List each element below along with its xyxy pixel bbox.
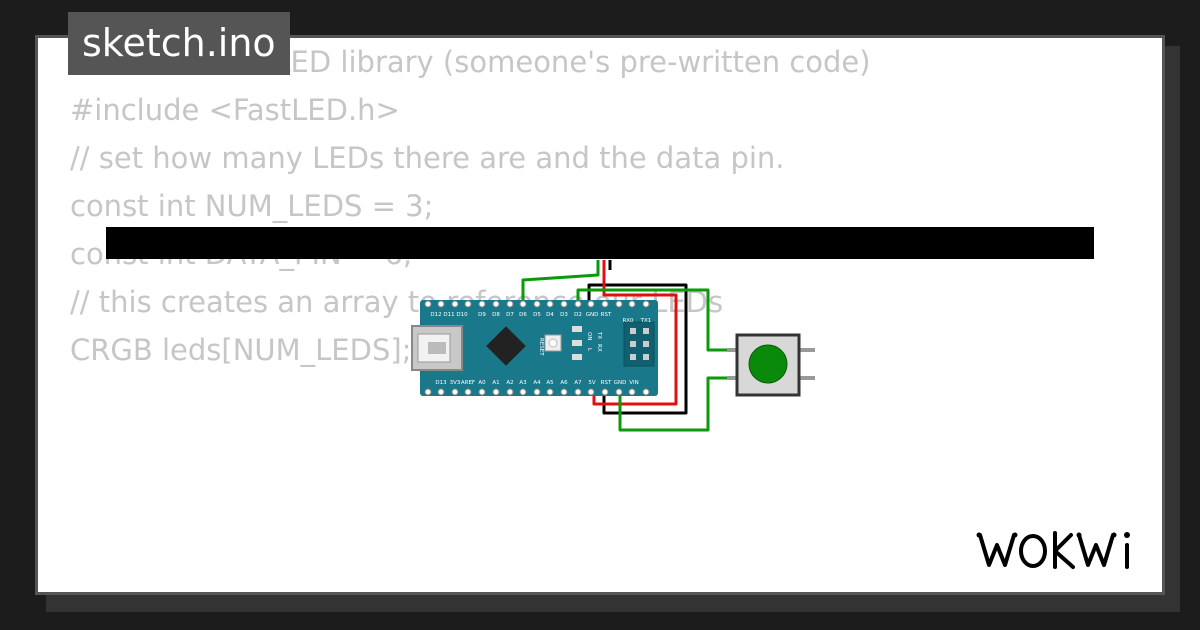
top-pin-label: D12: [430, 312, 441, 318]
board-label: RX0: [622, 318, 634, 324]
bottom-pin-label: AREF: [461, 380, 475, 386]
led-strip-placeholder: [106, 227, 1094, 259]
top-pin-label: D2: [574, 312, 582, 318]
mcu-chip: [486, 326, 526, 366]
top-pin-label: D6: [519, 312, 527, 318]
bottom-pin-label: A0: [478, 380, 486, 386]
bottom-pin-label: A3: [519, 380, 527, 386]
bottom-pin-label: D13: [435, 380, 447, 386]
top-pin-label: GND: [586, 312, 599, 318]
board-label: RX: [596, 344, 602, 352]
top-pin-label: D10: [456, 312, 468, 318]
top-pin-label: D8: [492, 312, 500, 318]
code-line: // set how many LEDs there are and the d…: [70, 141, 785, 175]
bottom-pin-label: RST: [601, 380, 612, 386]
wokwi-logo: [976, 531, 1130, 569]
wire-green-d6: [521, 260, 600, 308]
top-pin-row: [424, 300, 650, 308]
bottom-pin-label: A2: [506, 380, 513, 386]
bottom-pin-label: A5: [546, 380, 554, 386]
bottom-pin-label: 3V3: [450, 380, 461, 386]
top-pin-label: D4: [546, 312, 554, 318]
wire-green-gnd-btn: [618, 376, 738, 432]
board-label: RESET: [538, 338, 544, 356]
top-pin-label: D9: [478, 312, 486, 318]
bottom-pin-label: VIN: [629, 380, 639, 386]
bottom-pin-label: A1: [492, 380, 499, 386]
board-label: ON: [586, 332, 592, 340]
code-line: const int NUM_LEDS = 3;: [70, 189, 434, 223]
icsp-header: [623, 321, 655, 367]
top-pin-label: D5: [533, 312, 541, 318]
pushbutton: [727, 333, 815, 397]
file-title: sketch.ino: [68, 12, 290, 75]
bottom-pin-label: GND: [614, 380, 627, 386]
top-pin-label: D11: [443, 312, 454, 318]
board-label: TX1: [640, 318, 652, 324]
code-line: CRGB leds[NUM_LEDS];: [70, 333, 412, 367]
top-pin-label: D3: [560, 312, 568, 318]
wire-green-d2: [576, 288, 738, 352]
bottom-pin-label: A7: [574, 380, 582, 386]
bottom-pin-label: A4: [533, 380, 541, 386]
board-label: L: [586, 348, 592, 352]
bottom-pin-row: [424, 388, 650, 396]
board-label: TX: [596, 331, 602, 339]
bottom-pin-label: 5V: [588, 380, 595, 386]
top-pin-label: RST: [601, 312, 612, 318]
code-line: #include <FastLED.h>: [70, 93, 400, 127]
button-cap: [748, 344, 788, 384]
arduino-nano-board: [420, 300, 658, 396]
top-pin-label: D7: [506, 312, 514, 318]
bottom-pin-label: A6: [560, 380, 568, 386]
